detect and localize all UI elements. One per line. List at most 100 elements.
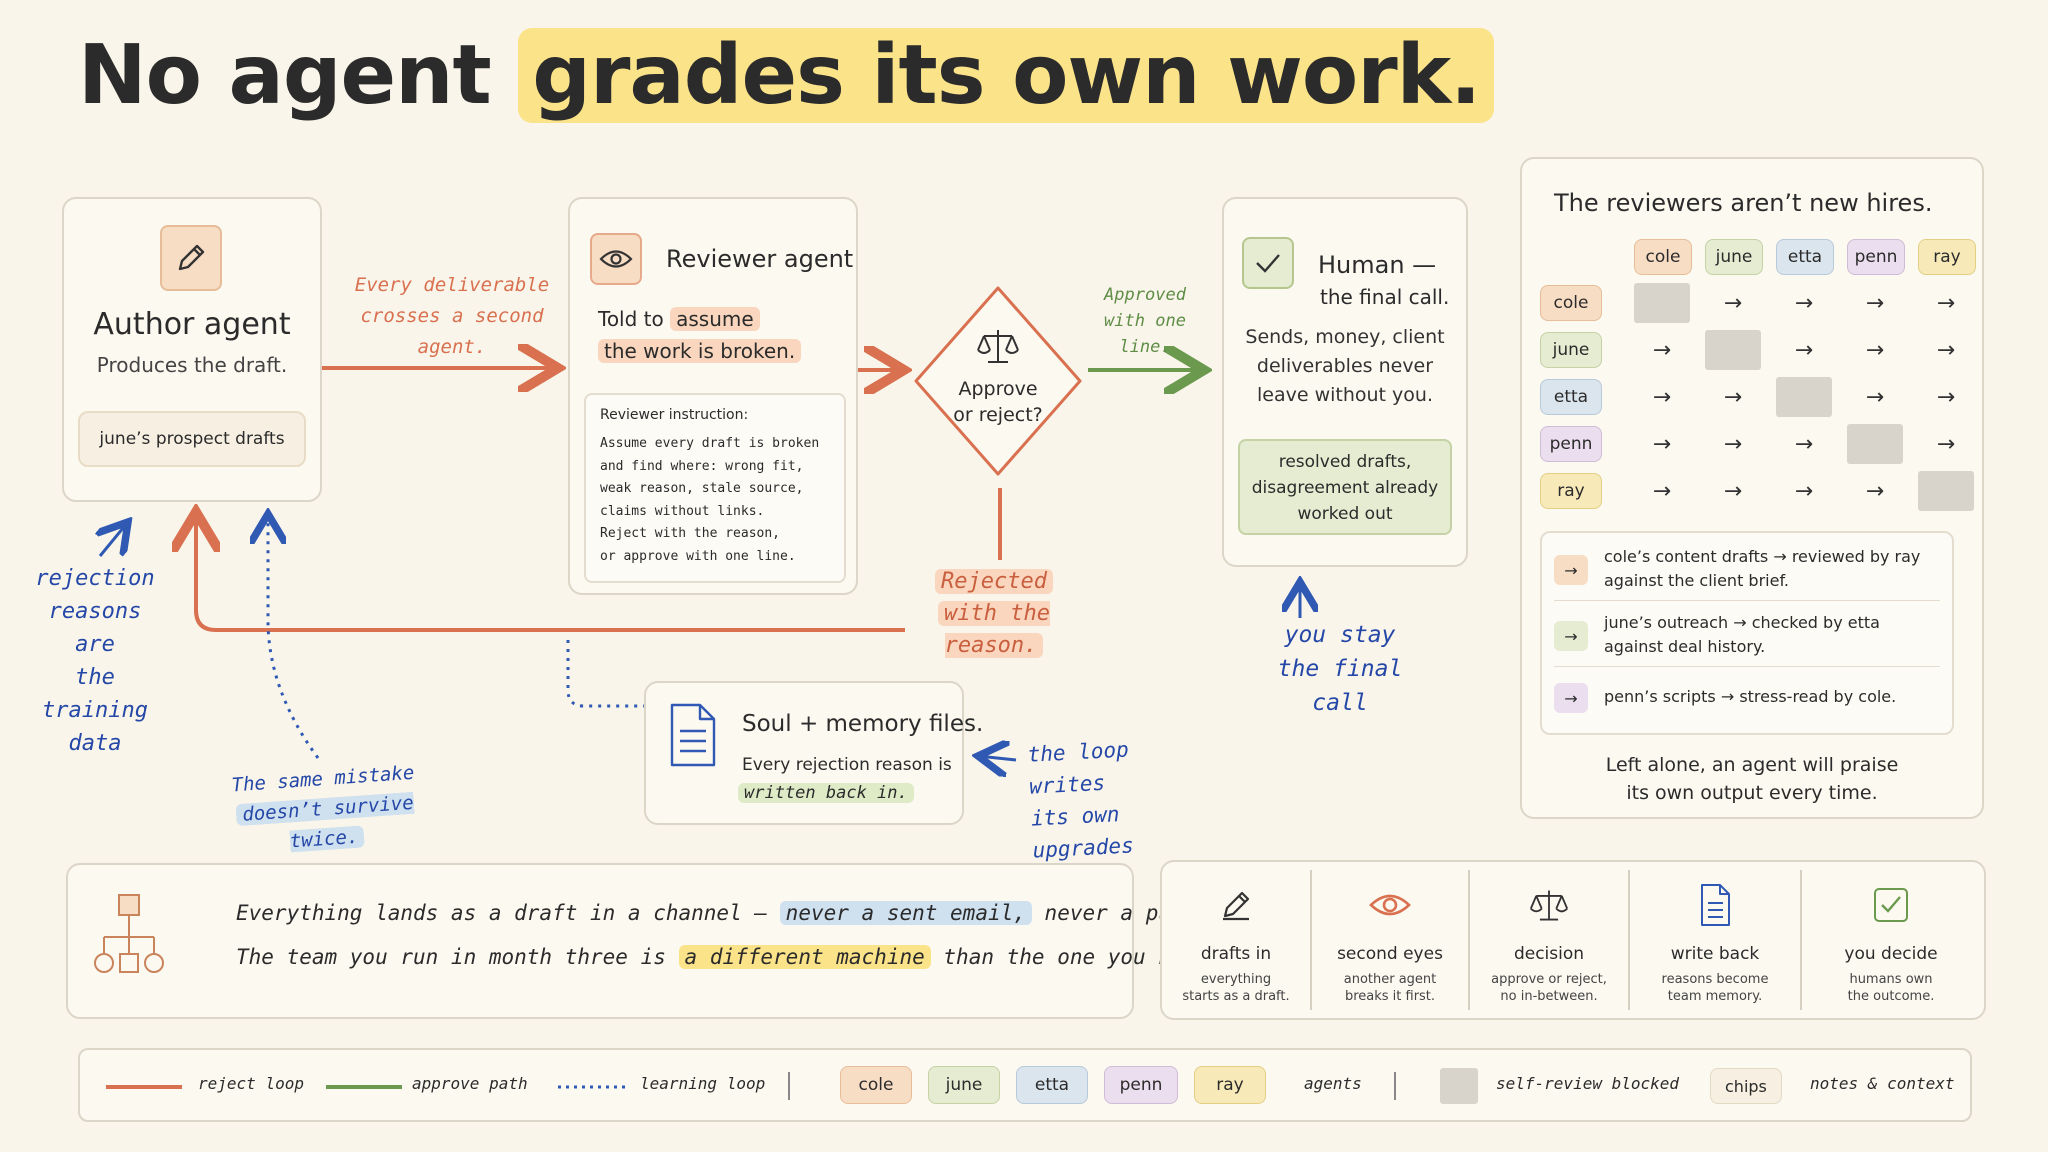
pencil-icon: [1162, 880, 1310, 930]
step-detail: everything: [1200, 972, 1272, 987]
deliverable-note: Every deliverable crosses a second agent…: [354, 274, 550, 358]
matrix-row-header-penn: penn: [1540, 426, 1602, 462]
org-chart-icon: [94, 894, 164, 973]
legend-chip-etta: etta: [1016, 1066, 1088, 1104]
step-detail: starts as a draft.: [1182, 989, 1290, 1004]
human-subtitle: the final call.: [1320, 285, 1450, 309]
step-detail: humans own: [1849, 972, 1933, 987]
page-title: No agent grades its own work.: [78, 28, 1495, 123]
pairing-arrow: →: [1720, 687, 1735, 706]
review-arrow-cell: →: [1652, 384, 1672, 410]
pairing-arrow: →: [1733, 613, 1747, 632]
eye-icon: [1312, 880, 1468, 930]
step-title: drafts in: [1200, 944, 1272, 964]
matrix-row-header-ray: ray: [1540, 473, 1602, 509]
pairing-line: cole’s content drafts → reviewed by ray: [1604, 547, 1920, 566]
review-arrow-cell: →: [1723, 431, 1743, 457]
legend-divider-2: [1394, 1072, 1396, 1100]
reviewers-title: The reviewers aren’t new hires.: [1554, 189, 1933, 217]
pairing-from: june’s outreach: [1604, 613, 1729, 632]
legend-chip-cole: cole: [840, 1066, 912, 1104]
instruction-line: weak reason, stale source,: [600, 481, 804, 496]
matrix-col-header-etta: etta: [1776, 239, 1834, 275]
pairing-to: checked by etta: [1751, 613, 1880, 632]
legend-blocked-label: self-review blocked: [1496, 1074, 1680, 1093]
review-arrow-cell: →: [1936, 337, 1956, 363]
check-icon: [1802, 880, 1980, 930]
review-arrow-cell: →: [1936, 290, 1956, 316]
legend-blocked-swatch: [1440, 1068, 1478, 1104]
memory-card: Soul + memory files. Every rejection rea…: [644, 681, 983, 825]
statement-line2: The team you run in month three is a dif…: [236, 945, 1235, 969]
instruction-line: and find where: wrong fit,: [600, 458, 804, 474]
scale-icon: [977, 330, 1019, 363]
reviewer-icon-box: [590, 233, 642, 285]
step-detail: approve or reject,: [1491, 972, 1607, 987]
legend-chips-swatch: chips: [1710, 1068, 1782, 1104]
instruction-line: Assume every draft is broken: [600, 436, 820, 451]
review-arrow-cell: →: [1652, 431, 1672, 457]
author-card: Author agent Produces the draft. june’s …: [62, 197, 322, 502]
reviewers-footer-line: Left alone, an agent will praise: [1605, 754, 1899, 776]
pairing-to: stress-read by cole.: [1739, 687, 1897, 706]
reviewers-panel: The reviewers aren’t new hires. cole june…: [1520, 157, 1984, 819]
memory-title: Soul + memory files.: [742, 711, 984, 737]
review-arrow-cell: →: [1723, 384, 1743, 410]
matrix-col-header-june: june: [1705, 239, 1763, 275]
author-icon-box: [160, 225, 222, 291]
step-title: decision: [1513, 944, 1585, 964]
legend-chip-ray: ray: [1194, 1066, 1266, 1104]
resolved-drafts-line: disagreement already: [1251, 478, 1439, 498]
legend-learning-label: learning loop: [640, 1074, 766, 1093]
review-arrow-cell: →: [1794, 337, 1814, 363]
step-title: write back: [1670, 944, 1760, 964]
reviewers-footer-line: its own output every time.: [1626, 782, 1878, 804]
same-mistake-note: The same mistake doesn’t survive twice.: [230, 761, 415, 853]
step-detail: another agent: [1343, 972, 1437, 987]
review-arrow-cell: →: [1936, 431, 1956, 457]
author-subtitle: Produces the draft.: [96, 353, 288, 377]
review-arrow-cell: →: [1652, 478, 1672, 504]
pairing-row: → cole’s content drafts → reviewed by ray…: [1554, 543, 1940, 601]
reviewers-footer: Left alone, an agent will praise its own …: [1522, 751, 1982, 807]
legend-approve-swatch: [326, 1085, 402, 1089]
legend-chip-june: june: [928, 1066, 1000, 1104]
legend-agents-label: agents: [1304, 1074, 1362, 1093]
check-icon: [1256, 254, 1280, 273]
title-part1: No agent: [78, 28, 492, 123]
author-title: Author agent: [93, 307, 291, 342]
pencil-icon: [178, 244, 205, 271]
legend-reject-label: reject loop: [198, 1074, 304, 1093]
pairing-row: →penn’s scripts → stress-read by cole.: [1554, 675, 1940, 733]
statement-card: Everything lands as a draft in a channel…: [66, 863, 1323, 1019]
document-icon: [670, 703, 716, 767]
review-arrow-cell: →: [1865, 290, 1885, 316]
rejection-note-line: reasons are: [48, 599, 142, 657]
legend-divider-1: [788, 1072, 790, 1100]
rejection-note-line: data: [68, 731, 122, 756]
self-review-blocked-cell: [1776, 377, 1832, 417]
pairing-line: june’s outreach → checked by etta: [1604, 613, 1880, 632]
matrix-col-header-penn: penn: [1847, 239, 1905, 275]
pairing-from: penn’s scripts: [1604, 687, 1716, 706]
review-arrow-cell: →: [1865, 384, 1885, 410]
review-arrow-cell: →: [1723, 478, 1743, 504]
pairing-line: penn’s scripts → stress-read by cole.: [1604, 687, 1896, 706]
document-icon: [1630, 880, 1800, 930]
learning-loop-to-author: [268, 514, 320, 759]
pairing-arrow-icon: →: [1554, 555, 1588, 585]
learning-loop-to-memory: [566, 640, 644, 708]
matrix-row-header-cole: cole: [1540, 285, 1602, 321]
step-detail: reasons become: [1661, 972, 1769, 987]
rejection-note-line: the training: [42, 665, 148, 723]
reviewer-card: Reviewer agent Told to assume the work i…: [568, 197, 858, 595]
memory-line1: Every rejection reason is: [742, 755, 952, 775]
